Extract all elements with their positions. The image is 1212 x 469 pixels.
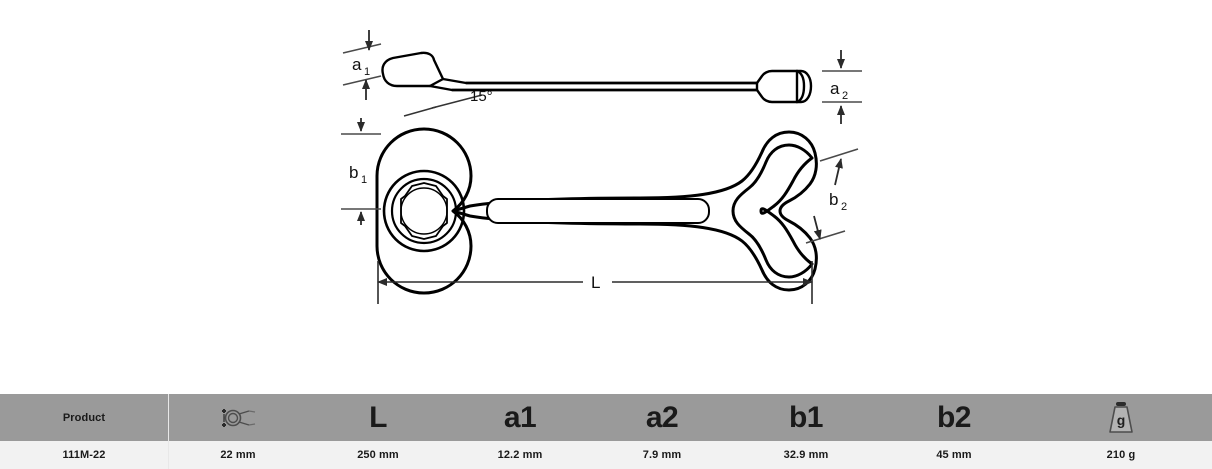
cell-b1: 32.9 mm (783, 449, 829, 461)
dimension-b1-subscript: 1 (361, 174, 367, 186)
shank-channel (486, 198, 710, 224)
open-end-jaw (731, 143, 814, 279)
dimension-b1-label: b (349, 163, 358, 182)
cell-size: 22 mm (220, 449, 256, 461)
dimension-b2-label: b (829, 190, 838, 209)
cell-weight: 210 g (1106, 449, 1136, 461)
cell-l: 250 mm (357, 449, 399, 461)
column-header-b2: b2 (936, 400, 972, 434)
dimension-length-label: L (591, 273, 600, 292)
dimension-a2-label: a (830, 79, 840, 98)
column-header-a2: a2 (645, 400, 679, 434)
dimension-a1-subscript: 1 (364, 66, 370, 78)
column-header-l: L (369, 400, 387, 434)
table-header: Product L a1 a2 (0, 394, 1212, 441)
cell-a2: 7.9 mm (642, 449, 682, 461)
box-end-ring (382, 169, 466, 253)
table-header-row: Product L a1 a2 (0, 394, 1212, 441)
wrench-side-view (381, 51, 813, 104)
table-body: 111M-22 22 mm 250 mm 12.2 mm 7.9 mm 32.9… (0, 441, 1212, 469)
column-header-product: Product (0, 394, 169, 441)
dimension-a1: a 1 (342, 30, 382, 100)
cell-a1: 12.2 mm (497, 449, 543, 461)
table-row[interactable]: 111M-22 22 mm 250 mm 12.2 mm 7.9 mm 32.9… (0, 441, 1212, 469)
weight-icon: g (1104, 399, 1138, 437)
angle-annotation-15deg: 15° (403, 88, 493, 117)
dimension-b2-subscript: 2 (841, 201, 847, 213)
dimension-b2: b 2 (805, 148, 859, 244)
dimension-a2: a 2 (822, 50, 862, 124)
wrench-size-icon (218, 403, 258, 433)
dimension-a1-label: a (352, 55, 362, 74)
technical-drawing: a 1 a 2 15° (341, 30, 862, 304)
column-header-b1: b1 (788, 400, 824, 434)
dimension-a2-subscript: 2 (842, 90, 848, 102)
dimension-length: L (377, 261, 813, 304)
cell-product: 111M-22 (0, 441, 169, 469)
wrench-drawing-svg: a 1 a 2 15° (341, 30, 862, 304)
dimension-b1: b 1 (341, 118, 381, 225)
column-header-weight: g (1029, 394, 1212, 441)
column-header-a1: a1 (503, 400, 537, 434)
column-header-size (169, 394, 308, 441)
cell-b2: 45 mm (936, 449, 972, 461)
specifications-table: Product L a1 a2 (0, 394, 1212, 469)
weight-unit-label: g (1117, 412, 1126, 428)
angle-label: 15° (470, 88, 493, 105)
